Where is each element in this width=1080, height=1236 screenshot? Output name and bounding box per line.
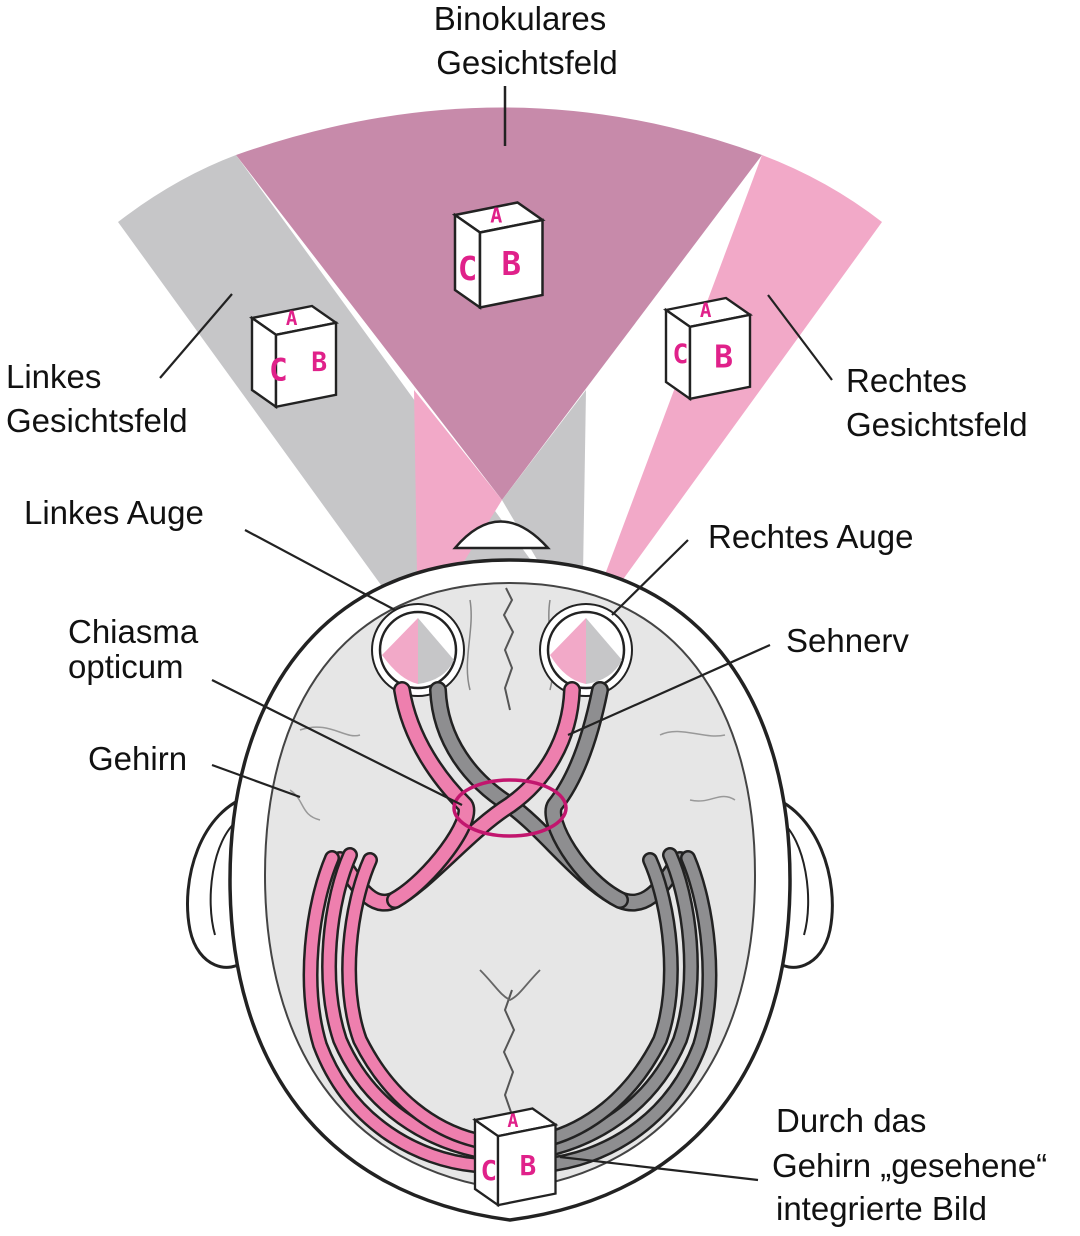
label-right-field-2: Gesichtsfeld — [846, 406, 1028, 443]
svg-text:B: B — [311, 347, 327, 378]
svg-text:C: C — [458, 250, 478, 288]
label-left-eye: Linkes Auge — [24, 494, 204, 531]
leader-lines — [159, 293, 833, 1182]
svg-text:A: A — [490, 204, 502, 228]
svg-text:B: B — [714, 340, 733, 376]
svg-text:C: C — [672, 339, 688, 370]
cube-left-field: A C B — [250, 304, 338, 409]
svg-text:B: B — [520, 1149, 537, 1182]
chiasma-ring — [452, 778, 568, 838]
brain-fissure-front — [502, 587, 515, 711]
nose — [452, 520, 551, 550]
svg-text:C: C — [480, 1154, 497, 1187]
label-brain: Gehirn — [88, 740, 187, 777]
label-image-1: Durch das — [776, 1102, 926, 1139]
cube-right-field: A C B — [664, 296, 752, 401]
label-binocular-1: Binokulares — [434, 0, 606, 37]
cube-integrated-image: A C B — [473, 1107, 557, 1207]
svg-text:B: B — [501, 245, 521, 283]
label-left-field-2: Gesichtsfeld — [6, 402, 188, 439]
label-image-2: Gehirn „gesehene“ — [772, 1147, 1047, 1184]
label-right-field-1: Rechtes — [846, 362, 967, 399]
label-left-field-1: Linkes — [6, 358, 101, 395]
labels: Binokulares Gesichtsfeld Linkes Gesichts… — [6, 0, 1047, 1227]
brain-fissure-back — [502, 989, 516, 1116]
label-optic-nerve: Sehnerv — [786, 622, 909, 659]
svg-text:A: A — [700, 299, 712, 322]
right-visual-field — [582, 155, 882, 636]
svg-text:A: A — [507, 1111, 518, 1132]
svg-text:C: C — [269, 352, 288, 388]
optic-pathways — [302, 681, 718, 1173]
label-chiasma-1: Chiasma — [68, 613, 199, 650]
label-right-eye: Rechtes Auge — [708, 518, 913, 555]
cube-binocular: A C B — [453, 201, 544, 309]
svg-text:A: A — [286, 307, 298, 330]
label-image-3: integrierte Bild — [776, 1190, 987, 1227]
label-binocular-2: Gesichtsfeld — [436, 44, 618, 81]
label-chiasma-2: opticum — [68, 648, 184, 685]
